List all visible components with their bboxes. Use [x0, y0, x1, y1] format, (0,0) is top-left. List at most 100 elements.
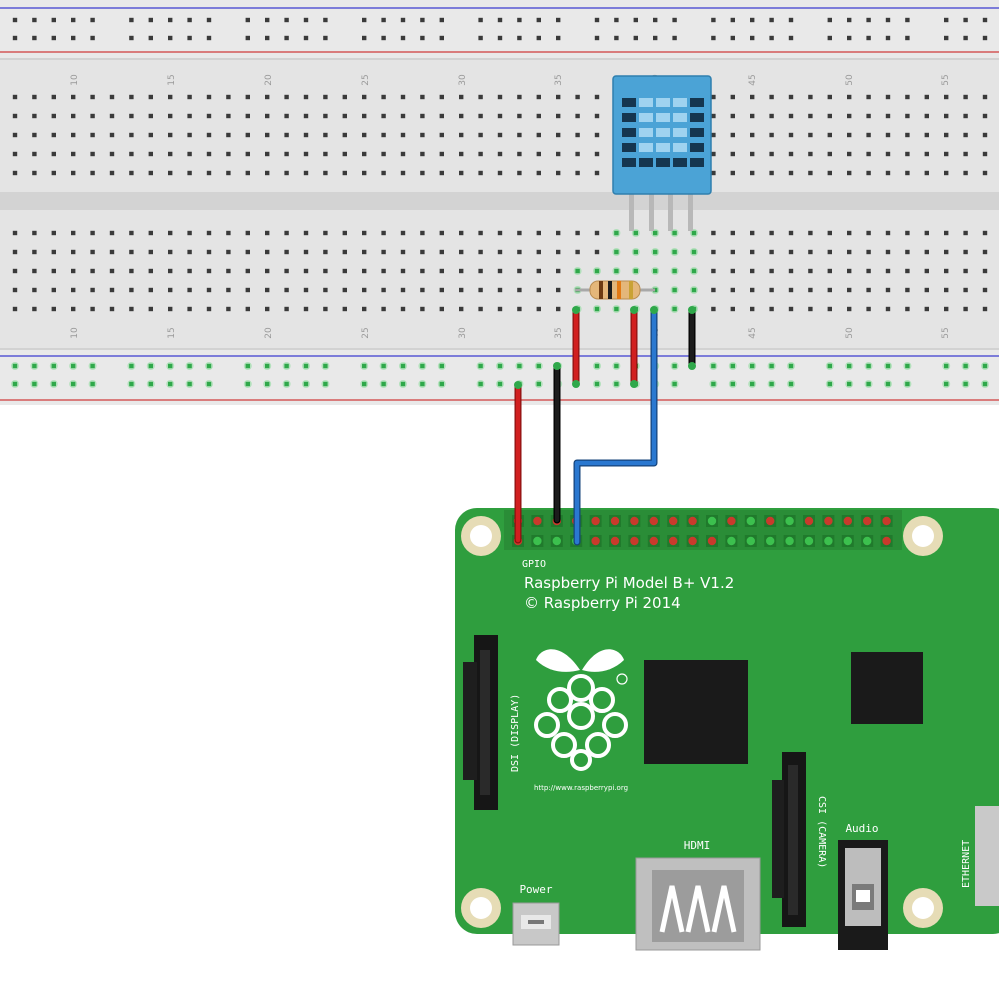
gpio-pin[interactable]: [785, 536, 794, 546]
breadboard-hole: [944, 230, 949, 236]
gpio-pin[interactable]: [533, 536, 542, 546]
breadboard-hole: [129, 363, 134, 369]
gpio-pin[interactable]: [669, 516, 678, 526]
breadboard-hole: [982, 17, 988, 23]
gpio-pin[interactable]: [727, 536, 736, 546]
breadboard-hole: [750, 113, 755, 119]
breadboard-hole: [51, 381, 56, 387]
gpio-pin[interactable]: [630, 536, 639, 546]
sensor-grille-slot: [656, 158, 670, 167]
breadboard-hole: [730, 306, 735, 312]
breadboard-hole: [148, 94, 153, 100]
gpio-pin[interactable]: [843, 536, 852, 546]
breadboard-hole: [963, 287, 968, 293]
breadboard-hole: [866, 249, 871, 255]
gpio-pin[interactable]: [669, 536, 678, 546]
breadboard-hole: [556, 268, 561, 274]
gpio-pin[interactable]: [727, 516, 736, 526]
gpio-pin[interactable]: [824, 536, 833, 546]
breadboard-hole: [556, 306, 561, 312]
gpio-pin[interactable]: [766, 516, 775, 526]
breadboard-hole: [847, 94, 852, 100]
gpio-pins[interactable]: [512, 515, 893, 547]
breadboard-hole: [168, 170, 173, 176]
sensor-grille-slot: [690, 158, 704, 167]
gpio-pin[interactable]: [746, 536, 755, 546]
breadboard-hole: [536, 94, 541, 100]
breadboard-hole: [265, 113, 270, 119]
gpio-pin[interactable]: [766, 536, 775, 546]
breadboard-hole: [497, 306, 503, 312]
breadboard-hole: [924, 132, 929, 138]
gpio-pin[interactable]: [649, 536, 658, 546]
breadboard-hole: [827, 17, 832, 23]
audio-jack[interactable]: [838, 840, 888, 950]
breadboard-hole: [245, 94, 250, 100]
gpio-pin[interactable]: [804, 536, 814, 546]
breadboard-hole: [497, 268, 503, 274]
breadboard-hole: [206, 170, 212, 176]
blue-wire-data[interactable]: [574, 307, 657, 545]
breadboard-hole: [187, 287, 192, 293]
breadboard-hole: [517, 306, 522, 312]
breadboard-hole: [187, 151, 192, 157]
breadboard-hole: [963, 113, 968, 119]
dsi-connector[interactable]: [463, 635, 498, 810]
breadboard-hole: [168, 268, 173, 274]
breadboard-hole: [536, 363, 541, 369]
gpio-pin[interactable]: [610, 516, 620, 526]
gpio-pin[interactable]: [707, 516, 717, 526]
breadboard-hole: [944, 287, 949, 293]
resistor-icon[interactable]: [575, 280, 655, 300]
breadboard-hole: [672, 230, 677, 236]
column-number: 30: [458, 74, 468, 86]
breadboard-hole: [478, 170, 483, 176]
hdmi-port[interactable]: [635, 857, 761, 951]
gpio-pin[interactable]: [882, 516, 891, 526]
gpio-pin[interactable]: [591, 516, 600, 526]
gpio-pin[interactable]: [785, 516, 794, 526]
breadboard-hole: [284, 306, 289, 312]
breadboard-hole: [963, 381, 968, 387]
breadboard-hole: [90, 151, 95, 157]
breadboard-hole: [32, 132, 37, 138]
breadboard-hole: [672, 381, 677, 387]
gpio-pin[interactable]: [688, 516, 697, 526]
dht11-sensor-icon[interactable]: [612, 75, 712, 231]
gpio-pin[interactable]: [533, 516, 542, 526]
breadboard-hole: [769, 268, 774, 274]
breadboard-hole: [245, 287, 250, 293]
breadboard-hole: [381, 230, 386, 236]
breadboard-hole: [168, 132, 173, 138]
power-label: Power: [519, 883, 552, 896]
breadboard-hole: [711, 170, 716, 176]
breadboard-hole: [885, 170, 891, 176]
breadboard-hole: [808, 268, 813, 274]
gpio-pin[interactable]: [746, 516, 755, 526]
gpio-pin[interactable]: [843, 516, 852, 526]
gpio-pin[interactable]: [707, 536, 717, 546]
gpio-pin[interactable]: [863, 536, 872, 546]
gpio-pin[interactable]: [610, 536, 620, 546]
breadboard-hole: [323, 35, 328, 41]
breadboard-hole: [265, 268, 270, 274]
breadboard-hole: [342, 170, 347, 176]
power-port[interactable]: [512, 902, 560, 946]
csi-connector[interactable]: [772, 752, 806, 927]
gpio-pin[interactable]: [630, 516, 639, 526]
gpio-pin[interactable]: [882, 536, 891, 546]
breadboard-hole: [187, 381, 192, 387]
gpio-pin[interactable]: [591, 536, 600, 546]
gpio-pin[interactable]: [804, 516, 814, 526]
breadboard-hole: [905, 94, 910, 100]
breadboard-hole: [381, 268, 386, 274]
ethernet-port[interactable]: [975, 806, 999, 906]
breadboard-hole: [148, 363, 153, 369]
gpio-pin[interactable]: [824, 516, 833, 526]
gpio-pin[interactable]: [863, 516, 872, 526]
gpio-pin[interactable]: [552, 536, 561, 546]
gpio-pin[interactable]: [649, 516, 658, 526]
gpio-pin[interactable]: [688, 536, 697, 546]
breadboard-hole: [362, 151, 367, 157]
breadboard-hole: [905, 151, 910, 157]
